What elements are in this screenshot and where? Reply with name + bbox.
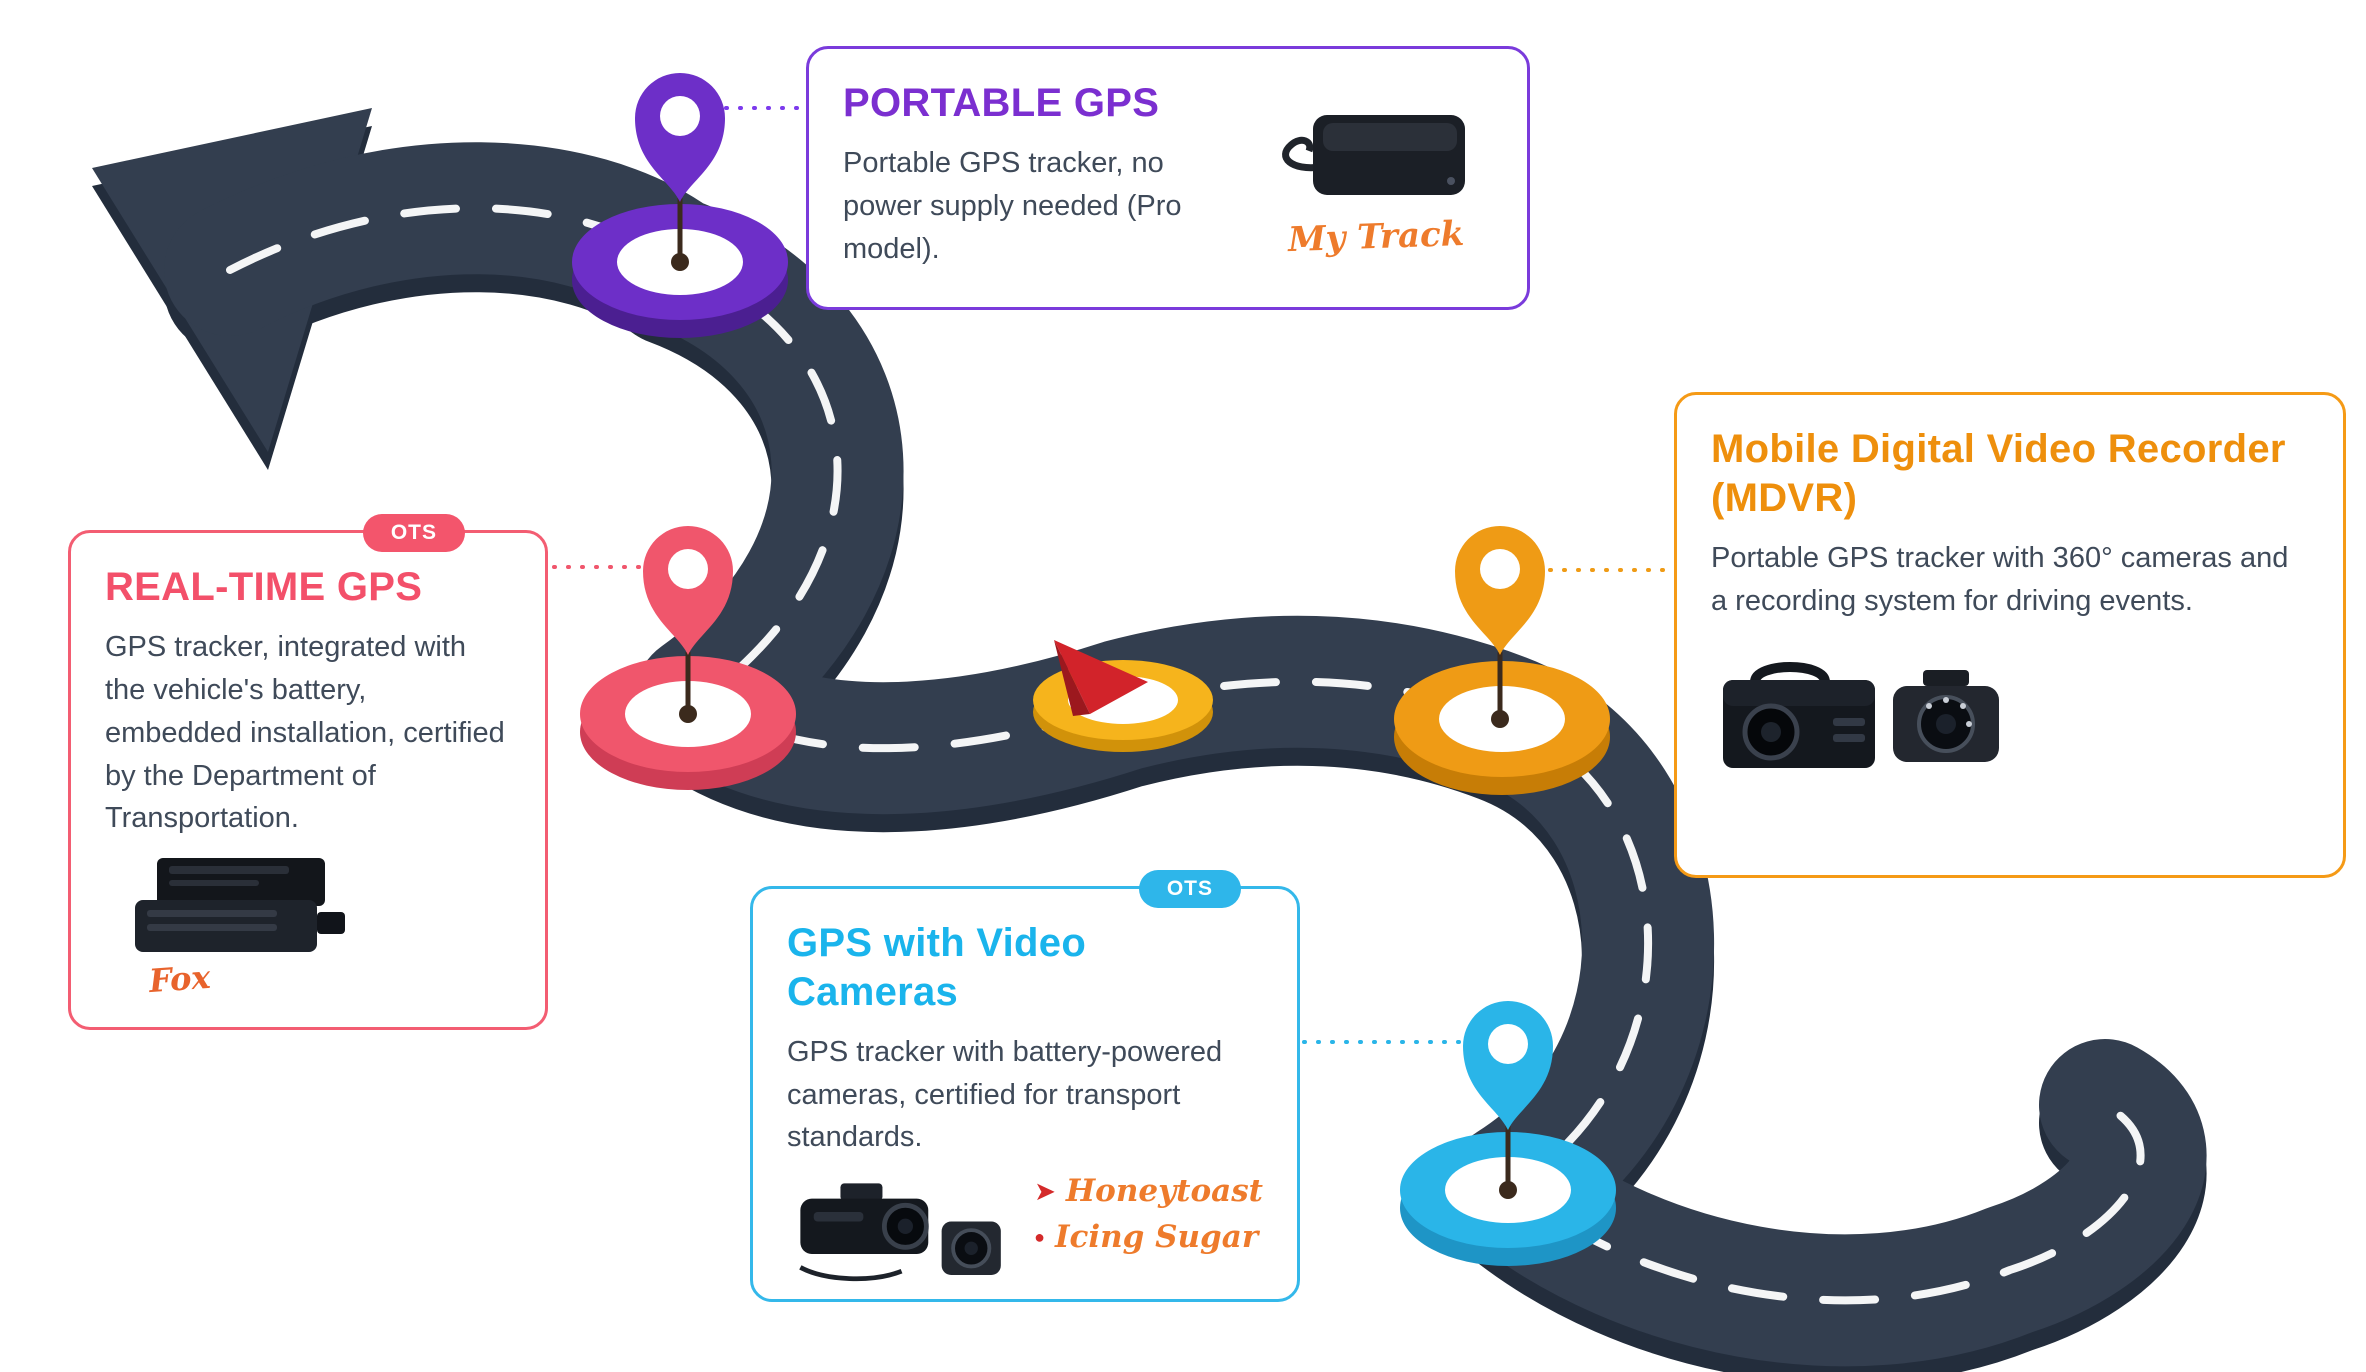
- card-description: Portable GPS tracker with 360° cameras a…: [1711, 541, 2289, 617]
- ots-badge: OTS: [1138, 870, 1241, 908]
- card-title: REAL-TIME GPS: [105, 565, 423, 609]
- card-title: PORTABLE GPS: [843, 81, 1160, 125]
- pin-gps-video: [1463, 1001, 1553, 1199]
- product-figure: My Track: [1251, 79, 1501, 261]
- dot-icon: ●: [1034, 1226, 1045, 1247]
- gps-device-image: [135, 858, 345, 953]
- card-description: GPS tracker, integrated with the vehicle…: [105, 630, 505, 835]
- brand-row: ➤ Honeytoast: [1034, 1173, 1263, 1209]
- pin-realtime-gps: [643, 526, 733, 723]
- card-description: GPS tracker with battery-powered cameras…: [787, 1035, 1223, 1154]
- connector-lines: [552, 106, 1670, 1044]
- gps-tracker-device-image: [1282, 115, 1465, 195]
- product-figure: [1715, 648, 2309, 788]
- road-center-line: [226, 204, 2145, 1305]
- card-gps-video: OTS GPS with Video Cameras GPS tracker w…: [750, 870, 1300, 1302]
- dashcam-device-image: [799, 1183, 1001, 1282]
- card-title: Mobile Digital Video Recorder (MDVR): [1711, 427, 2286, 520]
- compass-marker: [1033, 640, 1213, 752]
- mdvr-device-image: [1723, 662, 1999, 769]
- brand-list: ➤ Honeytoast ● Icing Sugar: [1034, 1173, 1263, 1255]
- card-description: Portable GPS tracker, no power supply ne…: [843, 146, 1182, 265]
- card-text-block: PORTABLE GPS Portable GPS tracker, no po…: [843, 79, 1233, 271]
- card-realtime-gps: OTS REAL-TIME GPS GPS tracker, integrate…: [68, 514, 548, 1030]
- arrow-icon: ➤: [1034, 1175, 1056, 1206]
- pin-portable-gps: [635, 73, 725, 271]
- card-title: GPS with Video Cameras: [787, 921, 1087, 1014]
- ots-badge: OTS: [362, 514, 465, 552]
- card-portable-gps: PORTABLE GPS Portable GPS tracker, no po…: [806, 46, 1530, 310]
- brand-label: Honeytoast: [1065, 1173, 1263, 1210]
- card-mdvr: Mobile Digital Video Recorder (MDVR) Por…: [1674, 392, 2346, 878]
- brand-label: Icing Sugar: [1054, 1219, 1259, 1256]
- brand-label: My Track: [1287, 213, 1465, 261]
- pin-mdvr: [1455, 526, 1545, 728]
- brand-row: ● Icing Sugar: [1034, 1219, 1263, 1255]
- brand-label: Fox: [147, 958, 212, 1001]
- product-figure: Fox: [115, 850, 511, 1001]
